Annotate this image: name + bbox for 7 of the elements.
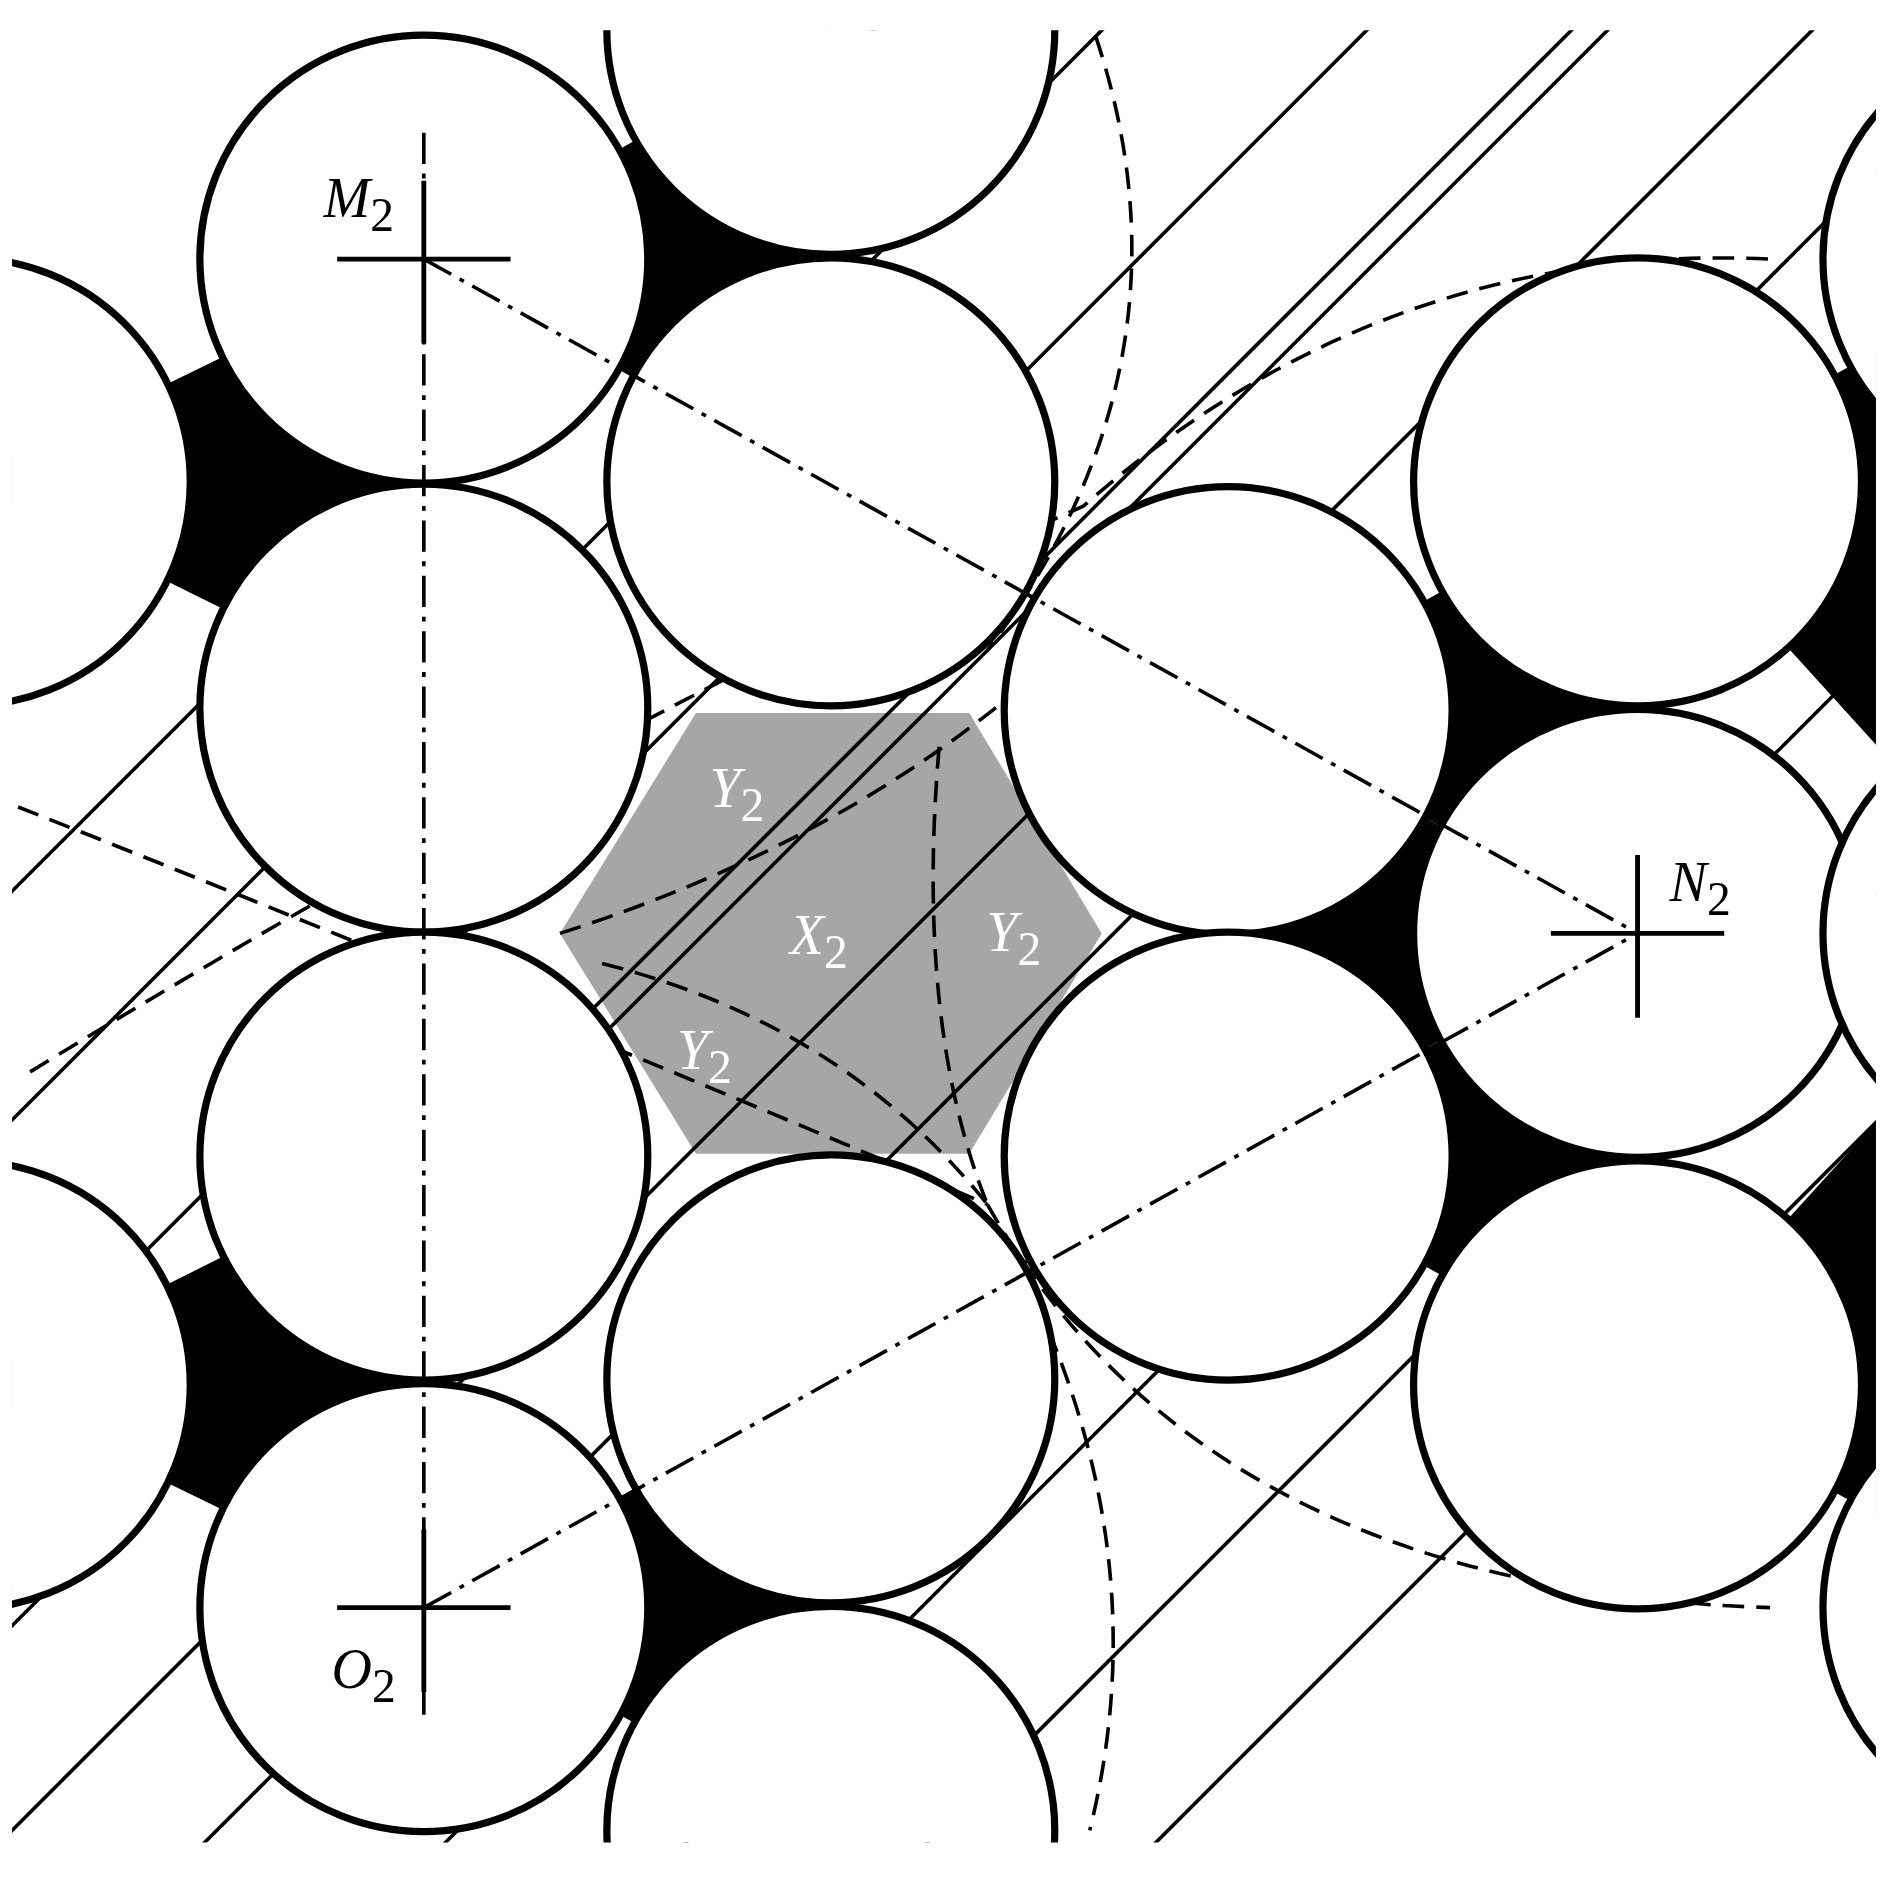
point-label: O$_{2}$: [331, 1641, 396, 1712]
point-label: Y$_{2}$: [709, 759, 765, 830]
point-label: M$_{2}$: [323, 169, 395, 240]
point-label: Y$_{2}$: [676, 1022, 732, 1093]
point-label: N$_{2}$: [1669, 853, 1731, 924]
point-label: Y$_{2}$: [986, 904, 1042, 975]
point-label: X$_{2}$: [789, 906, 848, 977]
